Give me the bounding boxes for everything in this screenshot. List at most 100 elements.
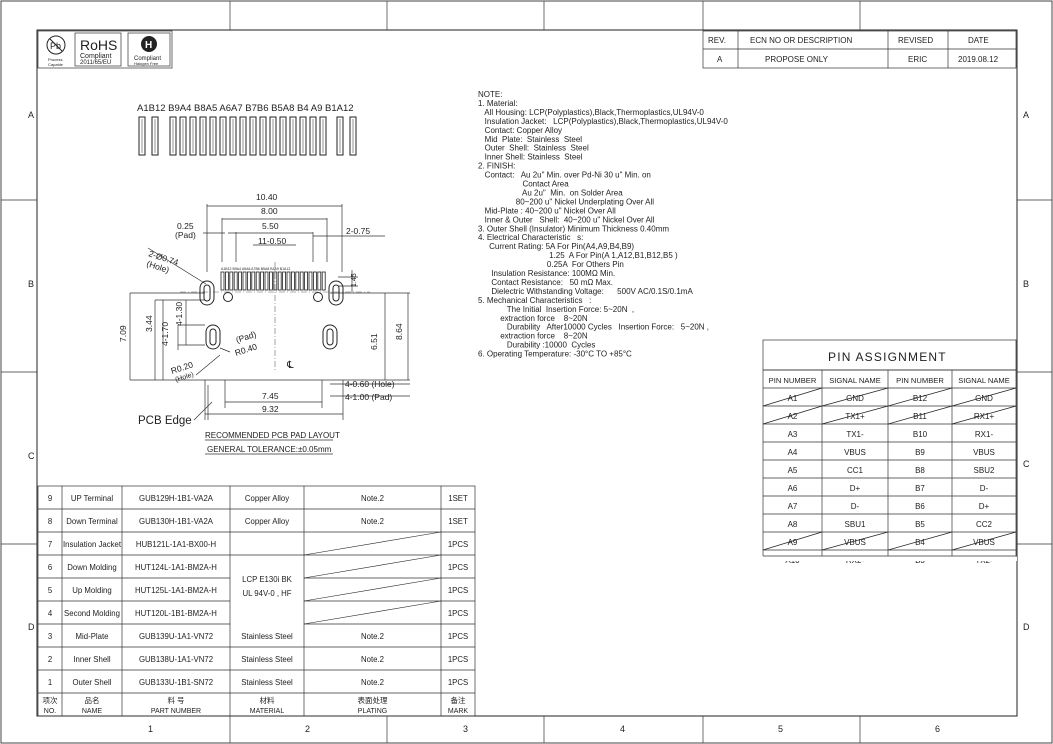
contact-pin [249, 116, 257, 156]
bom-cell: 1PCS [448, 655, 468, 664]
pin-table-cell: A8 [788, 520, 798, 529]
bom-header-cn: 备注 [451, 695, 466, 705]
smt-pad [312, 271, 317, 291]
pin-table-cell: CC2 [976, 520, 993, 529]
note-line: 6. Operating Temperature: -30°C TO +85°C [478, 350, 632, 359]
bom-cell: 1SET [448, 494, 468, 503]
bom-empty-strike [303, 554, 442, 579]
pin-table-cell: VBUS [844, 448, 866, 457]
smt-pad [299, 271, 304, 291]
pin-table-cell: B11 [913, 412, 927, 421]
smt-pad [290, 271, 295, 291]
contact-pin [309, 116, 317, 156]
rohs-line2: 2011/65/EU [80, 60, 111, 66]
bom-cell: GUB138U-1A1-VN72 [139, 655, 213, 664]
bom-header-en: MARK [448, 708, 469, 715]
note-line: 3. Outer Shell (Insulator) Minimum Thick… [478, 224, 669, 233]
bom-cell: GUB130H-1B1-VA2A [139, 517, 214, 526]
smt-pad [286, 271, 291, 291]
pin-table-cell: B12 [913, 394, 928, 403]
bom-cell: 1PCS [448, 678, 468, 687]
rev-header-date: DATE [968, 36, 989, 45]
pin-table-cell: A5 [788, 466, 798, 475]
dim-3-44: 3.44 [144, 315, 154, 332]
note-line: Inner & Outer Shell: 40~200 u" Nickel Ov… [478, 215, 655, 224]
pin-table-cell: B6 [915, 502, 925, 511]
smt-pad [273, 271, 278, 291]
pin-table-cell: B10 [913, 430, 928, 439]
pin-table-cell: B8 [915, 466, 925, 475]
smt-pad [295, 271, 300, 291]
strike-line [821, 387, 889, 407]
dim-4-170: 4-1.70 [160, 322, 170, 346]
pin-table-header: PIN NUMBER [896, 376, 944, 385]
dim-10-40: 10.40 [256, 192, 278, 202]
bom-merged-material-2: UL 94V-0 , HF [242, 589, 291, 598]
bom-cell: Down Terminal [66, 517, 118, 526]
contact-pin [259, 116, 267, 156]
pb-caption-2: Capable [48, 62, 64, 67]
strike-line [821, 405, 889, 425]
bom-cell: 7 [48, 540, 52, 549]
bom-cell: 5 [48, 586, 53, 595]
note-line: Mid Plate: Stainless Steel [478, 135, 582, 144]
smt-pads [220, 271, 326, 291]
smt-pad [277, 271, 282, 291]
bom-cell: 1SET [448, 517, 468, 526]
bom-empty-strike [303, 531, 442, 556]
contact-pin [239, 116, 247, 156]
bom-merged-material-1: LCP E130i BK [242, 575, 293, 584]
pin-table-cell: GND [975, 394, 993, 403]
bom-cell: Note.2 [361, 655, 384, 664]
bom-cell: 2 [48, 655, 52, 664]
pin-table-cell: A9 [788, 538, 798, 547]
note-line: 1.25 A For Pin(A 1,A12,B1,B12,B5 ) [478, 251, 678, 260]
note-line: Durability :10000 Cycles [478, 341, 595, 350]
bom-cell: Down Molding [67, 563, 116, 572]
smt-pad [251, 271, 256, 291]
bom-cell: 1PCS [448, 609, 468, 618]
bom-cell: Stainless Steel [241, 678, 293, 687]
dim-4-100-pad: 4-1.00 (Pad) [345, 392, 392, 402]
rev-value-desc: PROPOSE ONLY [765, 55, 829, 64]
contact-pin [289, 116, 297, 156]
smt-pad [255, 271, 260, 291]
strike-line [951, 405, 1017, 425]
strike-line [762, 387, 823, 407]
contact-pin-view: A1B12 B9A4 B8A5 A6A7 B7B6 B5A8 B4 A9 B1A… [137, 103, 357, 156]
strike-line [762, 531, 823, 551]
bom-empty-strike [303, 577, 442, 602]
note-line: The Initial Insertion Force: 5~20N , [478, 305, 634, 314]
bom-cell: Copper Alloy [245, 517, 289, 526]
pin-table-cell: RX1+ [974, 412, 995, 421]
dim-7-09: 7.09 [118, 325, 128, 342]
dim-7-45: 7.45 [262, 391, 279, 401]
smt-pad [268, 271, 273, 291]
dim-8-64: 8.64 [394, 323, 404, 340]
smt-pad [220, 271, 225, 291]
bom-cell: 1PCS [448, 540, 468, 549]
notes-block: NOTE:1. Material: All Housing: LCP(Polyp… [478, 90, 728, 359]
bom-cell: Outer Shell [72, 678, 111, 687]
rev-header-rev: REV. [708, 36, 726, 45]
pb-process-logo: Pb Process Capable [46, 35, 66, 67]
pin-table-cell: A2 [788, 412, 798, 421]
dim-0-25: 0.25 [177, 221, 194, 231]
layout-caption: RECOMMENDED PCB PAD LAYOUT [205, 431, 340, 440]
pin-table-cell: GND [846, 394, 864, 403]
bom-cell: 1 [48, 678, 52, 687]
hf-line2: Halogen Free [134, 61, 159, 66]
strike-line [887, 405, 953, 425]
bom-cell: HUT120L-1B1-BM2A-H [135, 609, 217, 618]
contact-pin [336, 116, 344, 156]
rohs-title: RoHS [80, 37, 117, 53]
note-line: Contact Resistance: 50 mΩ Max. [478, 278, 613, 287]
bom-cell: 1PCS [448, 632, 468, 641]
note-line: Mid-Plate : 40~200 u" Nickel Over All [478, 206, 616, 215]
smt-pad [238, 271, 243, 291]
bom-cell: Up Molding [72, 586, 111, 595]
note-line: Contact: Au 2u" Min. over Pd-Ni 30 u" Mi… [478, 171, 651, 180]
bom-cell: 8 [48, 517, 52, 526]
